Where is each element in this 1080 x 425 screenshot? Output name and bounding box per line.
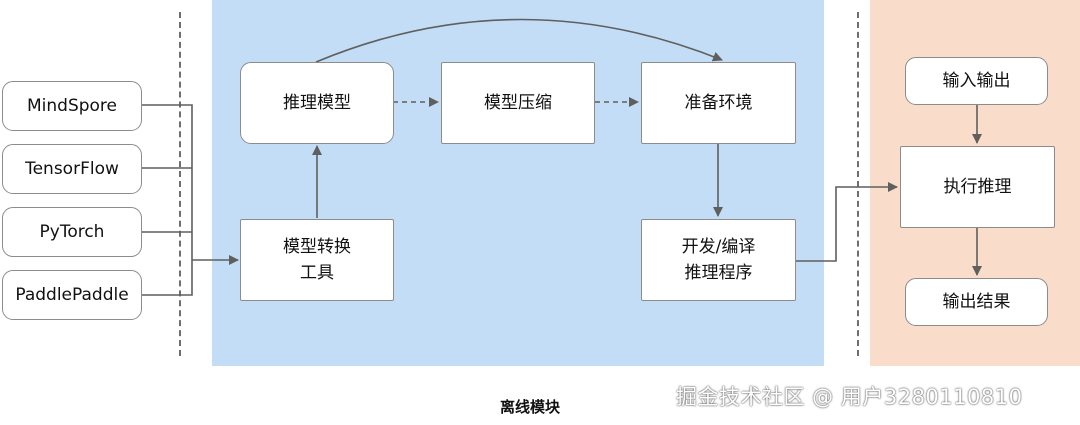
framework-paddlepaddle: PaddlePaddle (2, 270, 142, 320)
node-output-result: 输出结果 (905, 278, 1048, 326)
node-label: 输入输出 (942, 71, 1011, 91)
left-divider (179, 12, 181, 356)
framework-label: PyTorch (39, 222, 105, 242)
framework-label: MindSpore (26, 96, 117, 116)
node-develop-compile: 开发/编译 推理程序 (641, 219, 796, 301)
arrow-develop-to-execute (796, 182, 898, 262)
node-prepare-env: 准备环境 (641, 62, 796, 144)
node-label: 开发/编译 推理程序 (681, 237, 756, 283)
node-label: 模型压缩 (484, 93, 552, 113)
node-label: 输出结果 (942, 292, 1011, 312)
framework-tensorflow: TensorFlow (2, 144, 142, 194)
node-label: 执行推理 (943, 177, 1012, 197)
arrow-model-to-env-curve (315, 18, 723, 63)
node-execute-inference: 执行推理 (900, 146, 1055, 228)
node-io: 输入输出 (905, 57, 1048, 105)
framework-pytorch: PyTorch (2, 207, 142, 257)
framework-mindspore: MindSpore (2, 81, 142, 131)
node-label: 推理模型 (283, 93, 351, 113)
framework-label: PaddlePaddle (15, 285, 129, 305)
offline-module-label: 离线模块 (499, 398, 560, 416)
node-label: 模型转换 工具 (283, 237, 351, 283)
node-model-compression: 模型压缩 (441, 62, 595, 144)
watermark: 掘金技术社区 @ 用户3280110810 (676, 385, 1023, 409)
framework-merge-lines (142, 104, 239, 296)
node-inference-model: 推理模型 (240, 62, 394, 144)
framework-label: TensorFlow (25, 159, 119, 179)
node-convert-tool: 模型转换 工具 (240, 219, 394, 301)
node-label: 准备环境 (684, 93, 753, 113)
right-divider (857, 12, 859, 356)
